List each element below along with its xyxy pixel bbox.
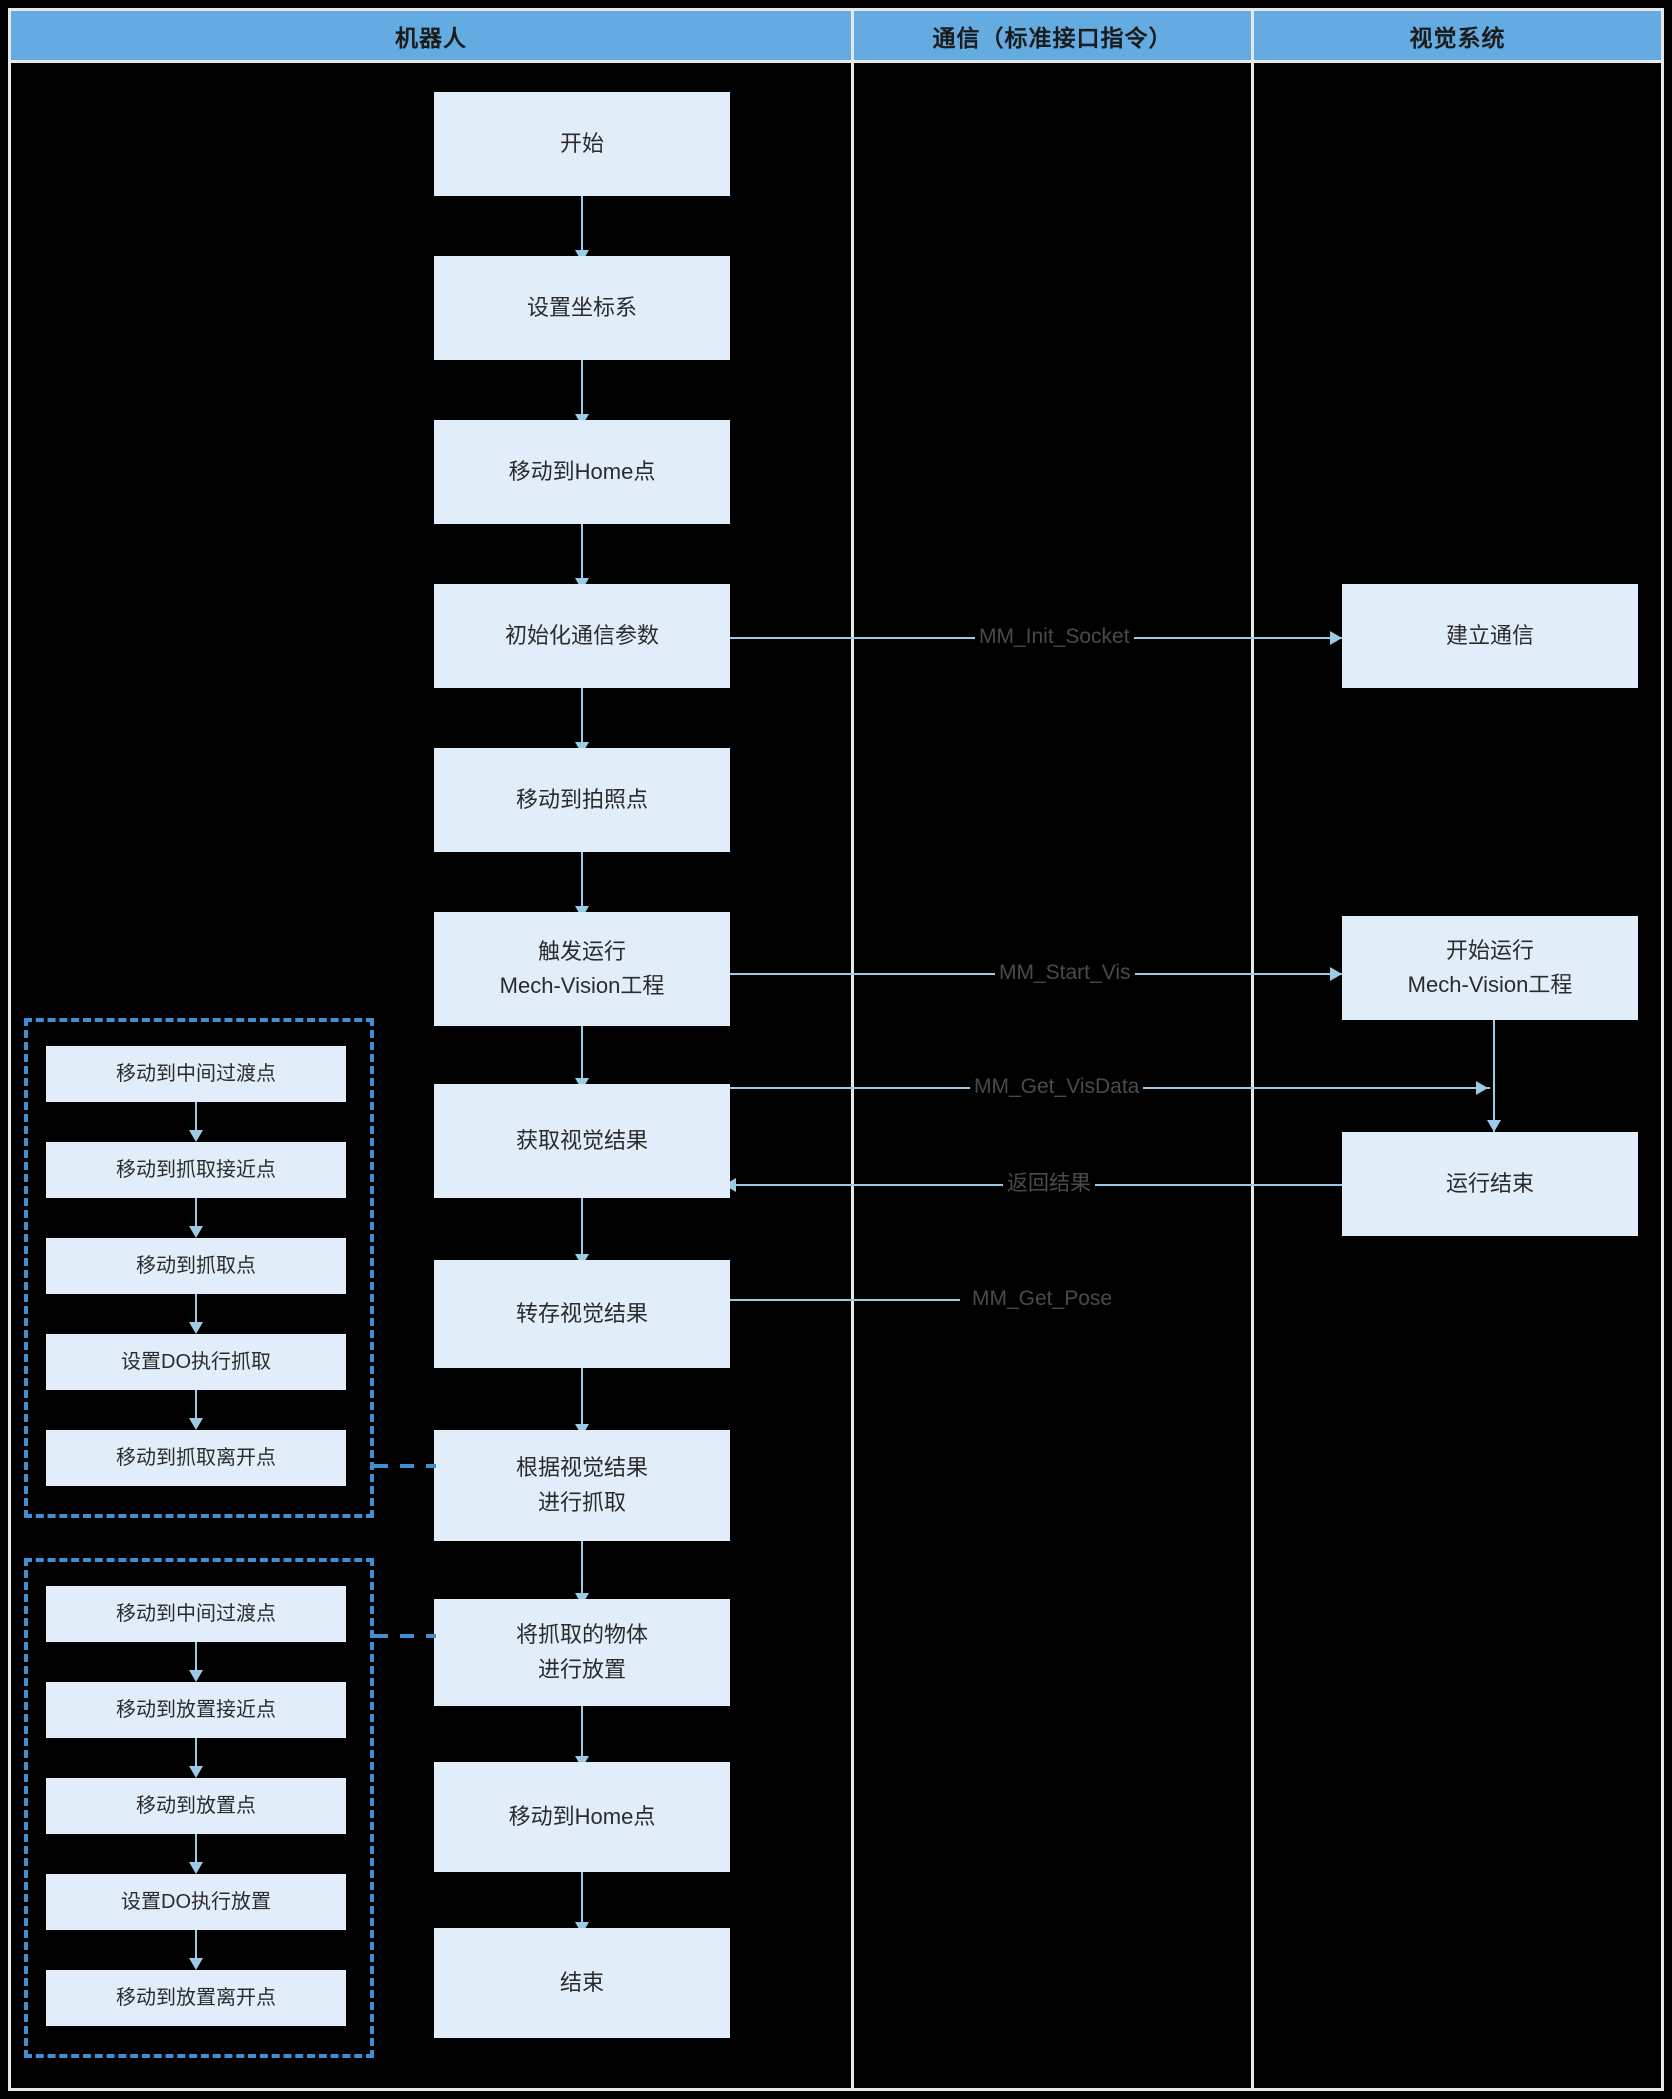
connector-line xyxy=(195,1834,197,1872)
node-get-vision-result[interactable]: 获取视觉结果 xyxy=(434,1084,730,1198)
node-place-move-point[interactable]: 移动到放置点 xyxy=(46,1778,346,1834)
node-pick-set-do[interactable]: 设置DO执行抓取 xyxy=(46,1334,346,1390)
node-set-coordinate-system[interactable]: 设置坐标系 xyxy=(434,256,730,360)
connector-line xyxy=(195,1198,197,1236)
connector-arrow xyxy=(189,1670,203,1682)
connector-arrow xyxy=(1330,631,1342,645)
node-establish-communication[interactable]: 建立通信 xyxy=(1342,584,1638,688)
connector-line xyxy=(1493,1020,1495,1132)
connector-line xyxy=(195,1102,197,1140)
node-move-to-capture-point[interactable]: 移动到拍照点 xyxy=(434,748,730,852)
node-place-move-approach[interactable]: 移动到放置接近点 xyxy=(46,1682,346,1738)
edge-label-mm-get-pose: MM_Get_Pose xyxy=(968,1288,1117,1309)
connector-line xyxy=(581,1706,583,1762)
dashed-link-place-group xyxy=(374,1634,436,1638)
connector-line xyxy=(581,852,583,912)
node-move-to-home-1[interactable]: 移动到Home点 xyxy=(434,420,730,524)
connector-arrow xyxy=(189,1766,203,1778)
connector-line xyxy=(581,688,583,748)
node-pick-move-departure[interactable]: 移动到抓取离开点 xyxy=(46,1430,346,1486)
edge-label-mm-init-socket: MM_Init_Socket xyxy=(975,626,1134,647)
lane-header-robot: 机器人 xyxy=(11,11,851,60)
lane-header-communication: 通信（标准接口指令） xyxy=(854,11,1251,60)
node-store-vision-result[interactable]: 转存视觉结果 xyxy=(434,1260,730,1368)
connector-arrow xyxy=(189,1130,203,1142)
node-pick-move-point[interactable]: 移动到抓取点 xyxy=(46,1238,346,1294)
node-start-mech-vision[interactable]: 开始运行 Mech-Vision工程 xyxy=(1342,916,1638,1020)
connector-line xyxy=(730,1299,960,1301)
connector-arrow xyxy=(1476,1081,1488,1095)
lane-divider-1 xyxy=(851,8,854,2091)
node-place-move-departure[interactable]: 移动到放置离开点 xyxy=(46,1970,346,2026)
group-place-sequence xyxy=(24,1558,374,2058)
lane-title-communication: 通信（标准接口指令） xyxy=(932,24,1173,51)
connector-line xyxy=(581,1541,583,1599)
connector-line xyxy=(195,1642,197,1680)
node-place-set-do[interactable]: 设置DO执行放置 xyxy=(46,1874,346,1930)
swimlane-frame xyxy=(8,8,1664,2091)
connector-line xyxy=(195,1390,197,1428)
dashed-link-pick-group xyxy=(374,1464,436,1468)
lane-title-vision: 视觉系统 xyxy=(1409,24,1506,51)
connector-line xyxy=(581,196,583,256)
connector-arrow xyxy=(189,1958,203,1970)
lane-title-robot: 机器人 xyxy=(395,24,467,51)
node-pick-move-transition[interactable]: 移动到中间过渡点 xyxy=(46,1046,346,1102)
connector-line xyxy=(581,524,583,584)
node-run-finished[interactable]: 运行结束 xyxy=(1342,1132,1638,1236)
node-start[interactable]: 开始 xyxy=(434,92,730,196)
edge-label-mm-get-visdata: MM_Get_VisData xyxy=(970,1076,1144,1097)
connector-arrow xyxy=(189,1418,203,1430)
node-pick-by-vision-result[interactable]: 根据视觉结果 进行抓取 xyxy=(434,1430,730,1541)
node-trigger-mech-vision[interactable]: 触发运行 Mech-Vision工程 xyxy=(434,912,730,1026)
connector-arrow xyxy=(1330,967,1342,981)
node-init-comm-params[interactable]: 初始化通信参数 xyxy=(434,584,730,688)
node-pick-move-approach[interactable]: 移动到抓取接近点 xyxy=(46,1142,346,1198)
node-place-move-transition[interactable]: 移动到中间过渡点 xyxy=(46,1586,346,1642)
node-end[interactable]: 结束 xyxy=(434,1928,730,2038)
connector-arrow xyxy=(189,1322,203,1334)
group-pick-sequence xyxy=(24,1018,374,1518)
connector-arrow xyxy=(1487,1120,1501,1132)
connector-line xyxy=(195,1738,197,1776)
connector-line xyxy=(195,1930,197,1968)
connector-line xyxy=(581,1026,583,1084)
node-place-picked-object[interactable]: 将抓取的物体 进行放置 xyxy=(434,1599,730,1706)
lane-header-vision: 视觉系统 xyxy=(1254,11,1661,60)
edge-label-mm-start-vis: MM_Start_Vis xyxy=(995,962,1135,983)
lane-header-rule xyxy=(11,60,1661,63)
node-move-to-home-2[interactable]: 移动到Home点 xyxy=(434,1762,730,1872)
connector-arrow xyxy=(189,1862,203,1874)
connector-line xyxy=(195,1294,197,1332)
connector-line xyxy=(581,360,583,420)
connector-line xyxy=(581,1198,583,1260)
connector-line xyxy=(581,1872,583,1928)
connector-arrow xyxy=(189,1226,203,1238)
edge-label-return-result: 返回结果 xyxy=(1003,1173,1095,1194)
lane-divider-2 xyxy=(1251,8,1254,2091)
connector-line xyxy=(581,1368,583,1430)
